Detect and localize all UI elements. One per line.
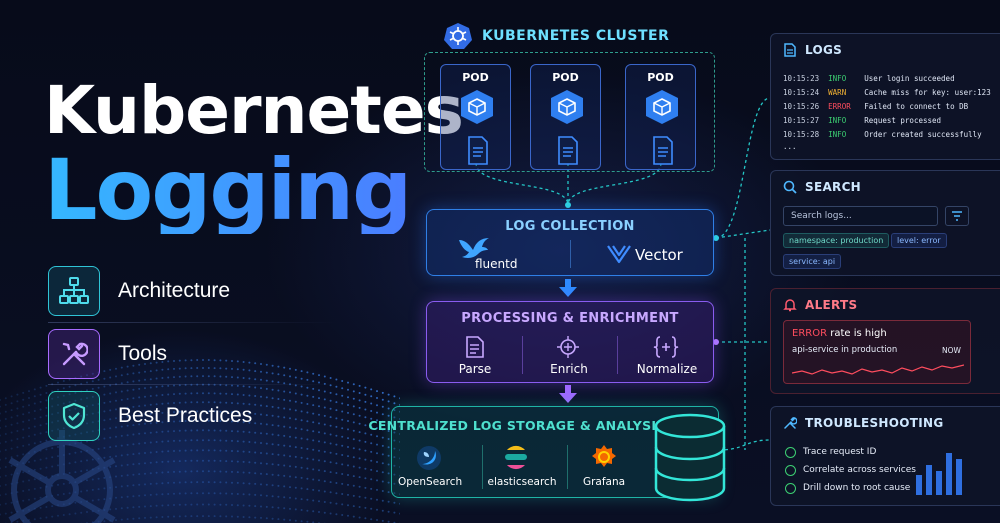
search-icon	[783, 180, 797, 194]
search-header: SEARCH	[783, 180, 861, 194]
step-parse: Parse	[458, 362, 492, 376]
log-line: 10:15:23 INFO User login succeeded	[783, 74, 955, 83]
check-icon	[785, 465, 796, 476]
filter-tag[interactable]: service: api	[783, 254, 842, 269]
divider	[48, 322, 338, 323]
search-input[interactable]: Search logs...	[783, 206, 938, 226]
alert-message: ERROR rate is high	[792, 328, 887, 339]
filter-button[interactable]	[945, 206, 969, 226]
log-line: 10:15:26 ERROR Failed to connect to DB	[783, 102, 969, 111]
log-line: 10:15:28 INFO Order created successfully	[783, 130, 982, 139]
log-collection-title: LOG COLLECTION	[505, 219, 635, 234]
processing-title: PROCESSING & ENRICHMENT	[461, 311, 679, 326]
pod-cube-icon	[551, 90, 583, 165]
check-icon	[785, 447, 796, 458]
step-normalize: Normalize	[636, 362, 698, 376]
feature-best-practices: Best Practices	[48, 390, 278, 442]
log-line: 10:15:24 WARN Cache miss for key: user:1…	[783, 88, 991, 97]
divider	[522, 336, 523, 374]
storage-title: CENTRALIZED LOG STORAGE & ANALYSIS	[368, 418, 666, 433]
grafana-label: Grafana	[582, 476, 626, 488]
log-more: ...	[783, 142, 797, 151]
alerts-panel: ALERTS ERROR rate is high api-service in…	[770, 288, 1000, 394]
document-icon	[558, 136, 578, 165]
database-icon	[654, 413, 726, 502]
pod-label: POD	[462, 71, 489, 84]
divider	[567, 445, 568, 489]
bell-icon	[783, 299, 797, 312]
pod-label: POD	[647, 71, 674, 84]
tools-icon	[784, 417, 797, 429]
decorative-wave	[0, 359, 400, 523]
fluentd-label: fluentd	[475, 257, 518, 271]
pod-2[interactable]: POD	[530, 64, 601, 170]
architecture-icon	[48, 266, 100, 316]
fluentd-bird-icon	[459, 238, 489, 258]
helm-wheel-icon	[8, 430, 116, 523]
alerts-title: ALERTS	[805, 298, 858, 312]
title-line-2: Logging	[44, 141, 412, 239]
cluster-header: KUBERNETES CLUSTER	[444, 22, 669, 50]
bar-chart-icon	[916, 453, 962, 495]
parse-document-icon	[466, 336, 484, 358]
logs-panel: LOGS 10:15:23 INFO User login succeeded …	[770, 33, 1000, 160]
log-collection-box[interactable]: LOG COLLECTION fluentd Vector	[426, 209, 714, 276]
logs-header: LOGS	[783, 43, 842, 57]
filter-tag[interactable]: level: error	[891, 233, 947, 248]
check-icon	[785, 483, 796, 494]
divider	[482, 445, 483, 489]
alert-sparkline	[792, 364, 964, 375]
troubleshooting-item: Drill down to root cause	[803, 483, 911, 493]
processing-box[interactable]: PROCESSING & ENRICHMENT Parse Enrich Nor…	[426, 301, 714, 383]
vector-icon	[607, 245, 631, 264]
enrich-icon	[557, 336, 579, 358]
title-line-1: Kubernetes	[44, 72, 464, 149]
document-icon	[468, 136, 488, 165]
pod-label: POD	[552, 71, 579, 84]
filter-tag[interactable]: namespace: production	[783, 233, 890, 248]
troubleshooting-panel: TROUBLESHOOTING Trace request ID Correla…	[770, 406, 1000, 506]
logs-title: LOGS	[805, 43, 843, 57]
document-icon	[784, 43, 796, 57]
alert-time: NOW	[942, 346, 961, 355]
cluster-boundary	[424, 52, 715, 172]
cluster-title: KUBERNETES CLUSTER	[482, 28, 670, 44]
normalize-braces-icon	[653, 336, 679, 358]
elasticsearch-label: elasticsearch	[487, 476, 557, 488]
alert-source: api-service in production	[792, 345, 898, 355]
log-line: 10:15:27 INFO Request processed	[783, 116, 942, 125]
vector-label: Vector	[635, 246, 683, 264]
feature-tools: Tools	[48, 328, 278, 380]
kubernetes-icon	[444, 23, 472, 49]
alert-card[interactable]: ERROR rate is high api-service in produc…	[783, 320, 971, 384]
alerts-header: ALERTS	[783, 298, 857, 312]
tools-icon	[48, 329, 100, 379]
feature-architecture: Architecture	[48, 265, 278, 317]
troubleshooting-item: Trace request ID	[803, 447, 877, 457]
opensearch-icon	[417, 446, 441, 470]
step-enrich: Enrich	[550, 362, 588, 376]
opensearch-label: OpenSearch	[398, 476, 463, 488]
troubleshooting-title: TROUBLESHOOTING	[805, 416, 944, 430]
troubleshooting-item: Correlate across services	[803, 465, 916, 475]
feature-label: Tools	[118, 342, 168, 365]
search-title: SEARCH	[805, 180, 862, 194]
divider	[48, 384, 338, 385]
filter-icon	[952, 211, 962, 221]
pod-cube-icon	[461, 90, 493, 165]
pod-cube-icon	[646, 90, 678, 165]
document-icon	[653, 136, 673, 165]
troubleshooting-header: TROUBLESHOOTING	[783, 416, 944, 430]
grafana-icon	[592, 445, 616, 467]
pod-1[interactable]: POD	[440, 64, 511, 170]
feature-label: Best Practices	[118, 404, 253, 427]
divider	[570, 240, 571, 268]
divider	[617, 336, 618, 374]
feature-label: Architecture	[118, 279, 231, 302]
pod-3[interactable]: POD	[625, 64, 696, 170]
search-panel: SEARCH Search logs... namespace: product…	[770, 170, 1000, 276]
elasticsearch-icon	[505, 445, 527, 470]
shield-check-icon	[48, 391, 100, 441]
